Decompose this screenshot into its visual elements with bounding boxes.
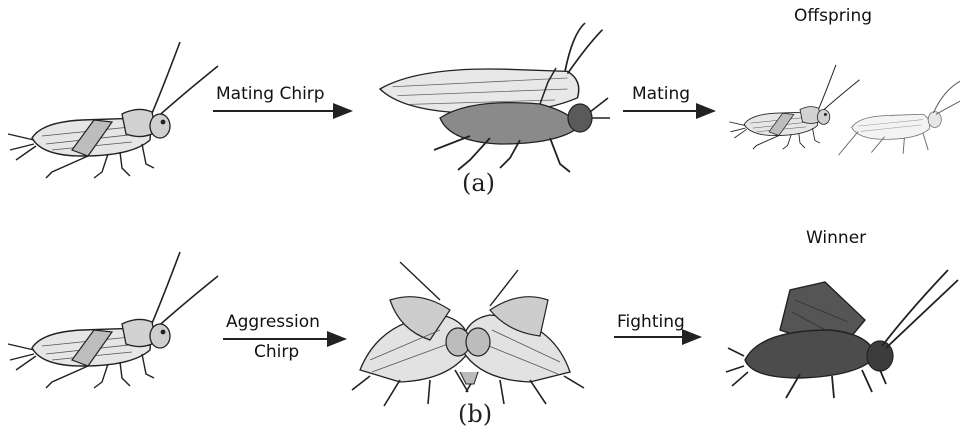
- winner-label: Winner: [806, 230, 866, 247]
- mating-crickets-icon: [380, 23, 610, 172]
- figure-caption-a: (a): [462, 171, 495, 195]
- cricket-offspring-icon: [729, 65, 960, 155]
- offspring-label: Offspring: [794, 8, 872, 25]
- mating-chirp-label: Mating Chirp: [216, 86, 325, 103]
- fighting-crickets-icon: [352, 262, 584, 406]
- cricket-icon: [8, 252, 218, 388]
- aggression-label: Aggression: [226, 314, 320, 331]
- winner-cricket-icon: [726, 270, 958, 398]
- fighting-label: Fighting: [617, 314, 685, 331]
- mating-label: Mating: [632, 86, 690, 103]
- cricket-icon: [8, 42, 218, 178]
- chirp-label: Chirp: [254, 344, 299, 361]
- figure-caption-b: (b): [458, 402, 492, 426]
